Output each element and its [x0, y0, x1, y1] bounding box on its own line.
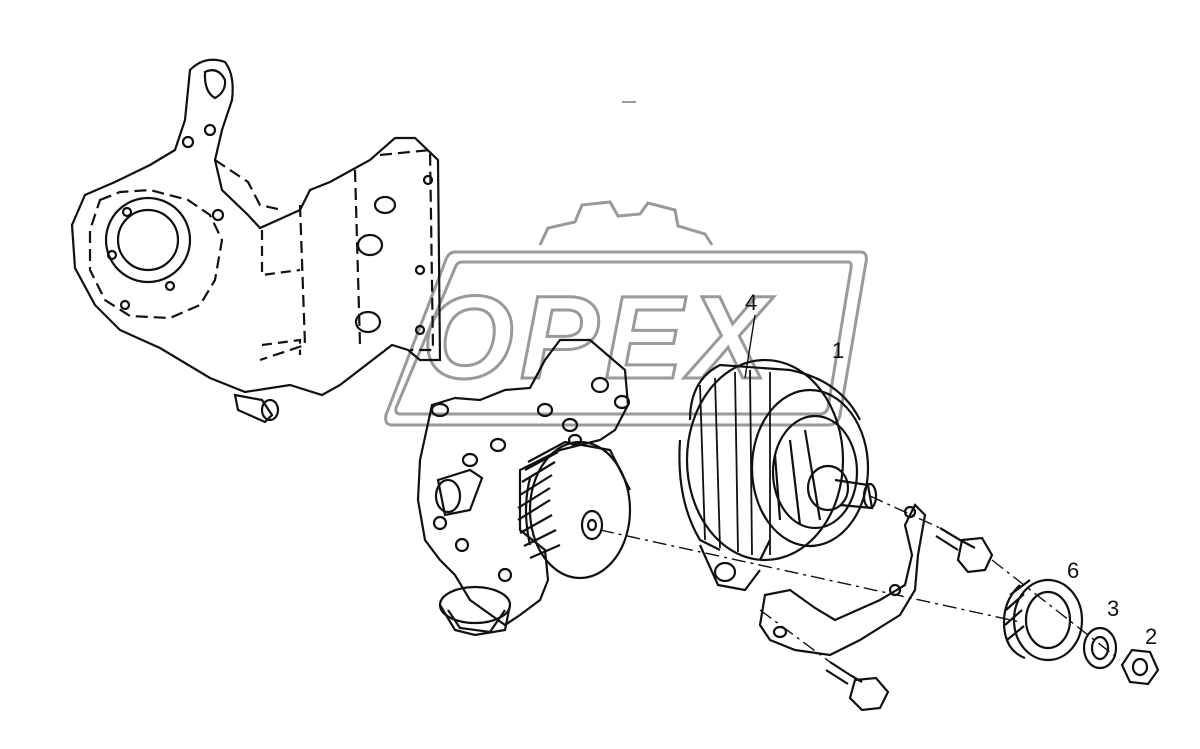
callout-label-1: 1: [832, 338, 844, 363]
watermark-frame-inner: [394, 260, 853, 416]
callout-label-6: 6: [1067, 558, 1079, 583]
leader-line-4: [744, 314, 756, 379]
callout-label-2: 2: [1145, 624, 1157, 649]
alternator: [678, 358, 878, 592]
centerline-upper-bolt: [991, 559, 1121, 661]
mounting-bracket: [758, 503, 927, 657]
centerline-alternator-shaft: [869, 495, 941, 529]
watermark-frame-outer: [384, 250, 868, 427]
hex-nut: [1120, 648, 1160, 686]
callout-label-4: 4: [745, 290, 757, 315]
bolt-lower: [825, 661, 890, 712]
water-pump: [416, 338, 632, 637]
assembly-centerlines: [599, 495, 1121, 663]
water-pump-pulley: [528, 440, 632, 580]
centerline-pump-pulley: [599, 529, 1021, 623]
watermark-gear: [538, 200, 714, 246]
bolt-upper: [935, 527, 994, 574]
engine-housing: [70, 58, 442, 424]
centerline-lower-bolt: [759, 609, 831, 663]
watermark-text: OPEX: [422, 272, 774, 404]
alternator-pulley: [1002, 578, 1084, 662]
watermark-logo: OPEX: [384, 200, 868, 427]
washer: [1082, 626, 1118, 670]
callout-label-3: 3: [1107, 596, 1119, 621]
